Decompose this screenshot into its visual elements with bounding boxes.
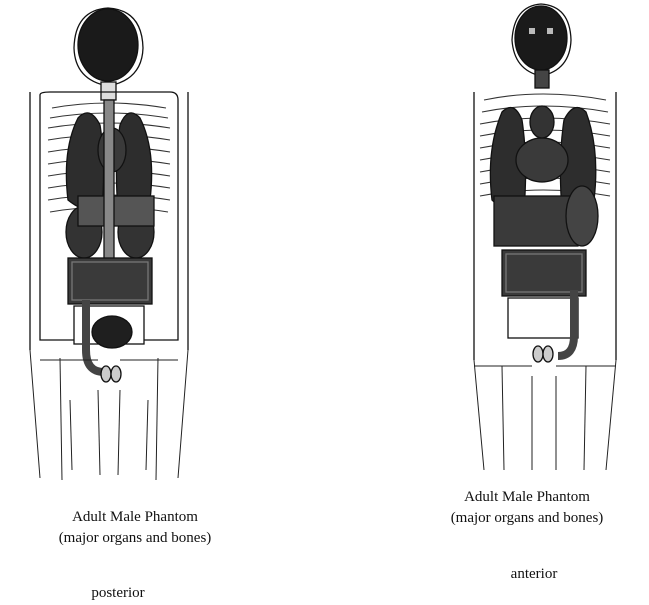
neck-posterior [101,82,116,100]
pelvis-anterior [502,250,586,296]
caption-anterior-subtitle: (major organs and bones) [405,508,649,529]
stomach-anterior [566,186,598,246]
head-anterior [515,6,567,70]
lower-abdomen-anterior [508,298,578,338]
heart-anterior [516,138,568,182]
testes-left-anterior [533,346,543,362]
testes-right-posterior [111,366,121,382]
testes-left-posterior [101,366,111,382]
pelvis-posterior [68,258,152,304]
head-posterior [78,9,138,81]
thymus-anterior [530,106,554,138]
caption-posterior-subtitle: (major organs and bones) [0,528,270,549]
spine-posterior [104,100,114,260]
view-label-anterior: anterior [470,566,598,583]
bladder-posterior [92,316,132,348]
caption-anterior: Adult Male Phantom (major organs and bon… [405,487,649,529]
caption-anterior-title: Adult Male Phantom [405,487,649,508]
view-label-posterior: posterior [0,585,236,602]
testes-right-anterior [543,346,553,362]
legs-anterior [474,360,616,470]
liver-anterior [494,196,578,246]
neck-anterior [535,70,549,88]
caption-posterior-title: Adult Male Phantom [0,507,270,528]
liver-posterior [78,196,154,226]
caption-posterior: Adult Male Phantom (major organs and bon… [0,507,270,549]
